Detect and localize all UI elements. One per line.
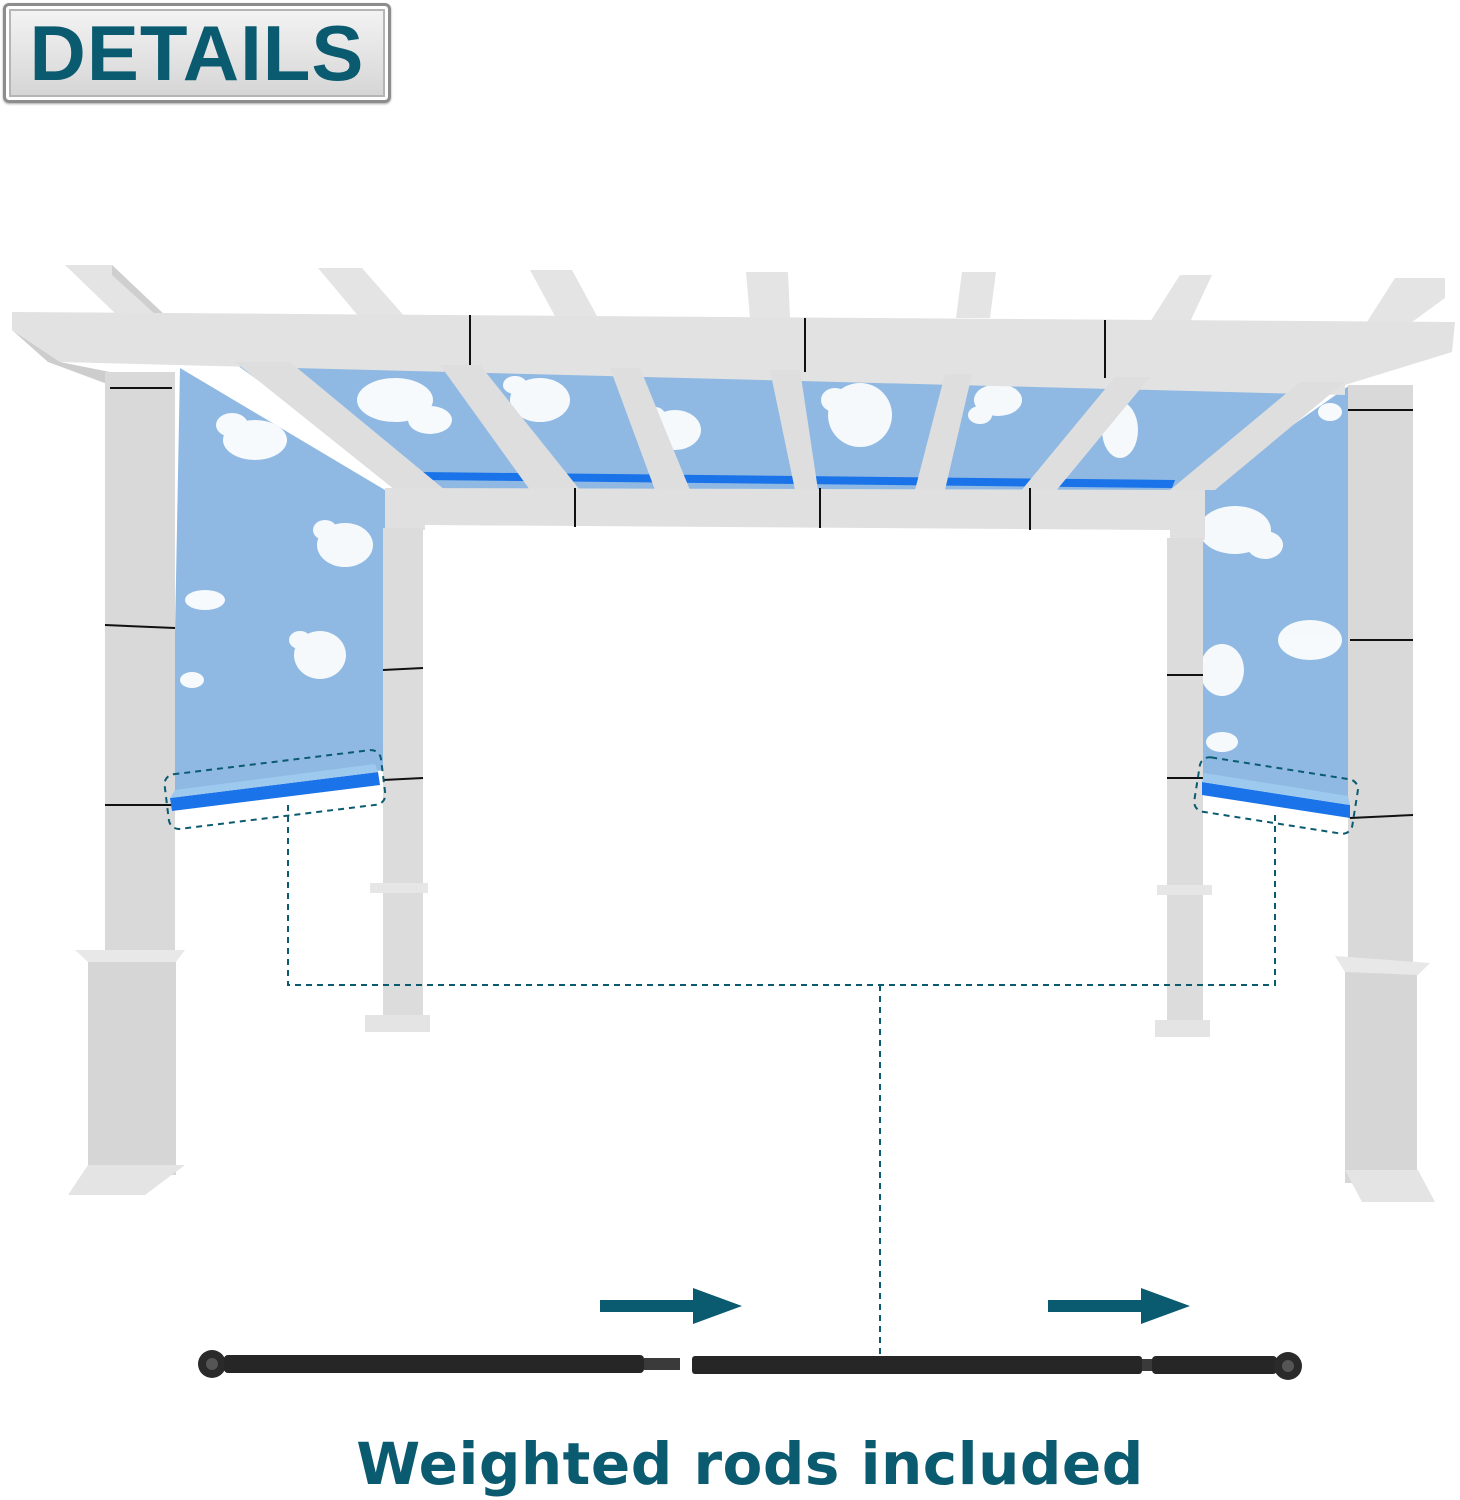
- callout-connector: [287, 805, 1276, 1355]
- pergola-post-front-right: [1335, 385, 1435, 1202]
- pergola-post-back-left: [365, 528, 430, 1032]
- arrow-right-icon: [600, 1288, 742, 1324]
- rod-hem-right: [1193, 756, 1359, 835]
- pergola-post-front-left: [68, 372, 185, 1195]
- pergola-rafters: [65, 265, 1445, 326]
- caption-weighted-rods: Weighted rods included: [356, 1430, 1144, 1498]
- rod-hem-left: [163, 749, 387, 830]
- pergola-slats: [235, 362, 1345, 492]
- pergola-top-beam: [12, 312, 1455, 395]
- details-badge: DETAILS: [3, 3, 391, 103]
- details-badge-label: DETAILS: [29, 8, 365, 97]
- shade-panel-right: [1200, 385, 1350, 800]
- shade-panel-left: [172, 368, 385, 793]
- pergola-front-beam: [385, 488, 1205, 540]
- arrow-right-icon: [1048, 1288, 1190, 1324]
- weighted-rod: [198, 1350, 1302, 1380]
